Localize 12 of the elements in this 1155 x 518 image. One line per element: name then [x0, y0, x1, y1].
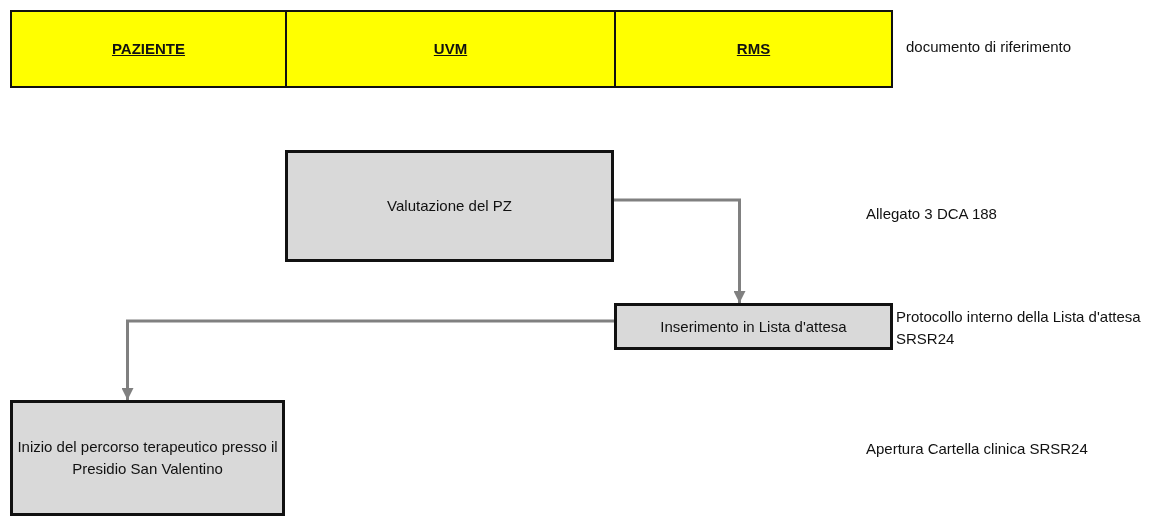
- note-text: Protocollo interno della Lista d'attesa SRSR24: [896, 307, 1142, 349]
- process-box: Inizio del percorso terapeutico presso il Presidio San Valentino: [10, 400, 285, 516]
- header-cell: UVM: [285, 10, 616, 88]
- process-box: Valutazione del PZ: [285, 150, 614, 262]
- note-text: Allegato 3 DCA 188: [866, 204, 998, 224]
- connector-arrow: [614, 198, 746, 303]
- header-cell: RMS: [614, 10, 893, 88]
- header-cell: PAZIENTE: [10, 10, 287, 88]
- process-box: Inserimento in Lista d'attesa: [614, 303, 893, 350]
- note-text: documento di riferimento: [906, 37, 1073, 57]
- connector-arrow: [121, 319, 614, 400]
- note-text: Apertura Cartella clinica SRSR24: [866, 439, 1089, 459]
